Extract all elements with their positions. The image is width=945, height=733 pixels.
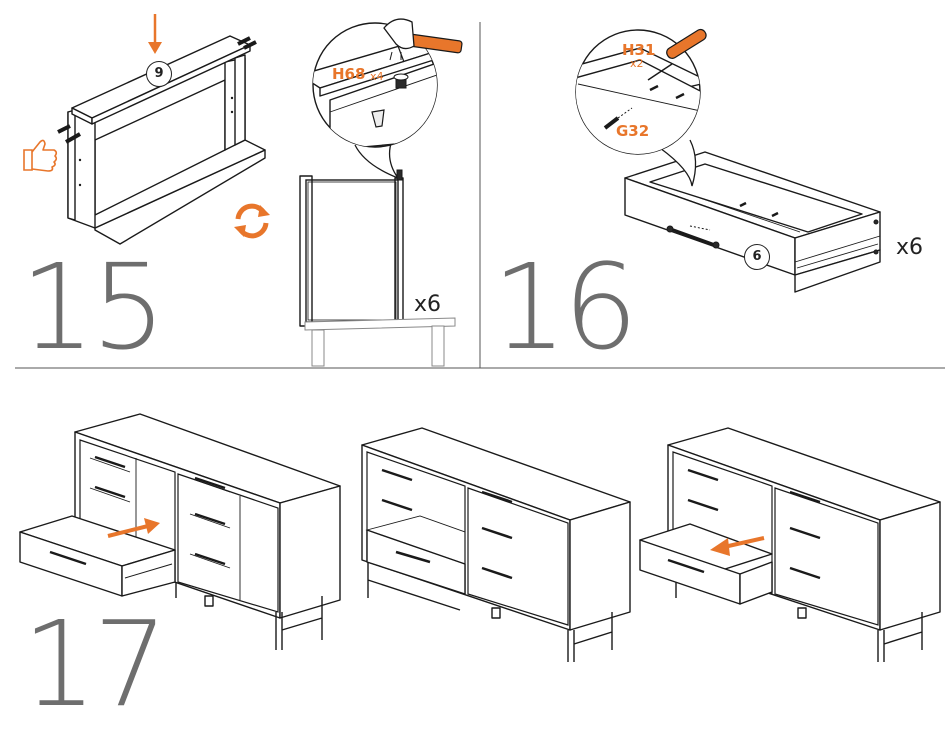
hammer-icon [383,18,463,63]
part-code-h68: H68 [332,65,366,83]
step-17-number: 17 [22,595,168,733]
part-code-h31: H31 [622,41,656,59]
drawer-6-label: 6 [744,244,770,270]
part-code-g32: G32 [616,122,650,140]
part-count-h31: x2 [630,57,644,70]
step-16-number: 16 [492,238,638,376]
step-15-number: 15 [20,238,166,376]
step-16-quantity: x6 [896,235,924,260]
rotate-icon [234,203,270,239]
part-count-h68: x4 [370,70,384,83]
thumbs-up-icon [23,139,58,172]
board-9-label: 9 [146,61,172,87]
arrow-icon [0,0,1,1]
screwdriver-icon [647,28,707,81]
step-15-quantity: x6 [414,292,442,317]
